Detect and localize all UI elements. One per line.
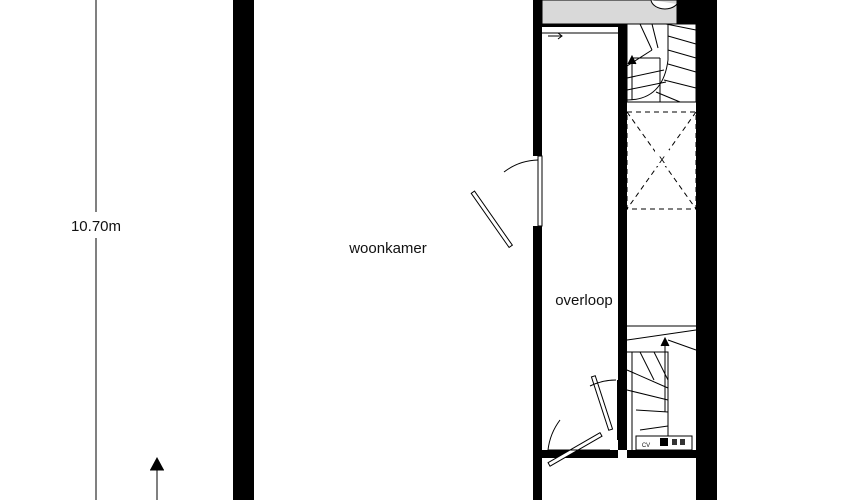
wall-middle-upper bbox=[533, 0, 542, 156]
wall-stair-inner-lower bbox=[618, 100, 627, 450]
door-woonkamer bbox=[470, 155, 543, 249]
wall-stair-bottom bbox=[627, 450, 696, 458]
level-arrow-icon bbox=[150, 457, 164, 500]
skylight-outline bbox=[626, 111, 697, 210]
wall-right bbox=[696, 0, 717, 500]
top-round-fixture bbox=[650, 0, 678, 10]
skylight-mark-bg bbox=[655, 150, 669, 166]
boiler-device-label: CV bbox=[642, 443, 650, 449]
arrow-right-icon bbox=[548, 32, 563, 40]
upper-staircase bbox=[626, 23, 697, 103]
room-label-woonkamer: woonkamer bbox=[348, 240, 427, 257]
door-corridor-lower bbox=[589, 375, 619, 440]
wall-middle-lower bbox=[533, 226, 542, 500]
wall-left bbox=[233, 0, 254, 500]
skylight-mark: x bbox=[659, 152, 665, 166]
wall-corridor-top bbox=[542, 24, 618, 27]
wall-corridor-bottom bbox=[542, 450, 618, 458]
lower-staircase bbox=[626, 325, 697, 450]
door-bottom bbox=[547, 419, 610, 467]
boiler-device-icon bbox=[635, 435, 693, 451]
stair-direction-arrow-icon bbox=[627, 54, 637, 100]
wall-stair-inner bbox=[618, 24, 627, 100]
room-label-overloop: overloop bbox=[555, 292, 613, 309]
wall-top-stub bbox=[677, 0, 696, 24]
dimension-label-height: 10.70m bbox=[71, 218, 121, 235]
stair-up-arrow-icon bbox=[660, 336, 670, 412]
dimension-line-vertical bbox=[55, 0, 137, 500]
